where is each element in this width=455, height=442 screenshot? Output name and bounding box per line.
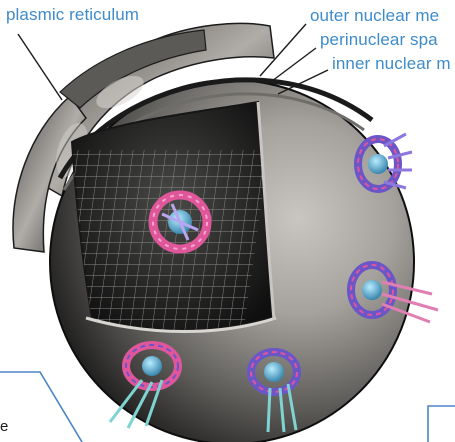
callout-box-right <box>428 406 455 442</box>
callout-box-left <box>0 372 82 442</box>
label-outer-nuclear-membrane: outer nuclear me <box>310 6 439 26</box>
er-leader-line <box>18 34 62 100</box>
label-endoplasmic-reticulum: plasmic reticulum <box>6 5 139 25</box>
label-perinuclear-space: perinuclear spa <box>320 30 438 50</box>
callout-text-fragment: e <box>0 418 8 435</box>
label-inner-nuclear-membrane: inner nuclear m <box>332 54 451 74</box>
